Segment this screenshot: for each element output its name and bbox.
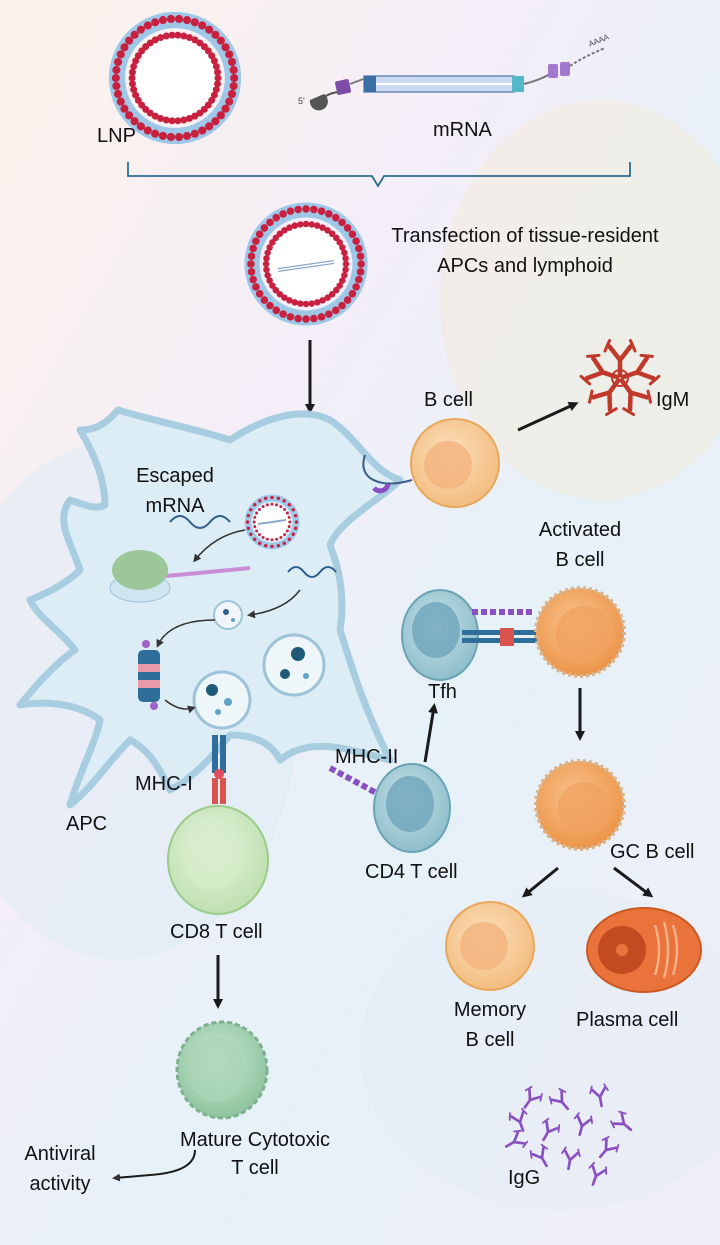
apc-cell (16, 406, 404, 809)
mature-cytotoxic-label-line1: Mature Cytotoxic (179, 1129, 331, 1151)
mhc-i-label: MHC-I (135, 773, 193, 795)
mrna-label: mRNA (433, 119, 492, 141)
lnp-transfection-icon (244, 202, 368, 326)
gc-b-cell (534, 759, 626, 851)
escaped-mrna-label-line2: mRNA (145, 495, 205, 517)
mrna-strand-icon (309, 47, 606, 111)
tfh-cell (401, 589, 479, 681)
lnp-icon (108, 11, 242, 145)
arrow-gc-memory (521, 866, 559, 898)
memory-b-cell (445, 901, 535, 991)
five-prime-label: 5' (298, 96, 305, 106)
igg-label: IgG (508, 1167, 541, 1189)
cd8-t-cell-label: CD8 T cell (170, 921, 263, 943)
activated-b-cell (534, 586, 626, 678)
transfection-label-line2: APCs and lymphoid (437, 255, 613, 277)
cd8-t-cell (167, 805, 269, 915)
mhc-i-receptor (212, 735, 226, 804)
lnp-label: LNP (97, 125, 136, 147)
arrow-antiviral (112, 1149, 196, 1182)
memory-b-cell-label-line2: B cell (465, 1029, 515, 1051)
mature-cytotoxic-label-line2: T cell (231, 1157, 279, 1179)
b-cell-label: B cell (424, 389, 473, 411)
b-cell (362, 418, 500, 508)
activated-b-cell-label-line2: B cell (555, 549, 605, 571)
antiviral-label-line2: activity (29, 1173, 91, 1195)
arrow-bcell-igm (517, 401, 579, 432)
mhc-ii-label: MHC-II (335, 746, 399, 768)
cd4-t-cell (328, 763, 451, 853)
memory-b-cell-label-line1: Memory (453, 999, 527, 1021)
antiviral-label-line1: Antiviral (24, 1143, 96, 1165)
apc-label: APC (66, 813, 108, 835)
plasma-cell (586, 907, 702, 993)
plasma-cell-label: Plasma cell (576, 1009, 679, 1031)
tfh-b-synapse (462, 609, 542, 646)
tfh-label: Tfh (428, 681, 457, 703)
arrow-gc-plasma (613, 866, 654, 898)
cd4-t-cell-label: CD4 T cell (365, 861, 458, 883)
mature-cytotoxic-t-cell (175, 1020, 269, 1120)
igm-label: IgM (656, 389, 690, 411)
grouping-bracket (127, 162, 631, 188)
apc-internals (109, 494, 337, 730)
activated-b-cell-label-line1: Activated (538, 519, 622, 541)
arrow-cd4-tfh (423, 703, 438, 763)
igm-pentamer-icon (579, 339, 661, 417)
gc-b-cell-label: GC B cell (610, 841, 695, 863)
escaped-mrna-label-line1: Escaped (136, 465, 214, 487)
igg-antibodies-icon (504, 1083, 633, 1186)
transfection-label-line1: Transfection of tissue-resident (391, 225, 659, 247)
